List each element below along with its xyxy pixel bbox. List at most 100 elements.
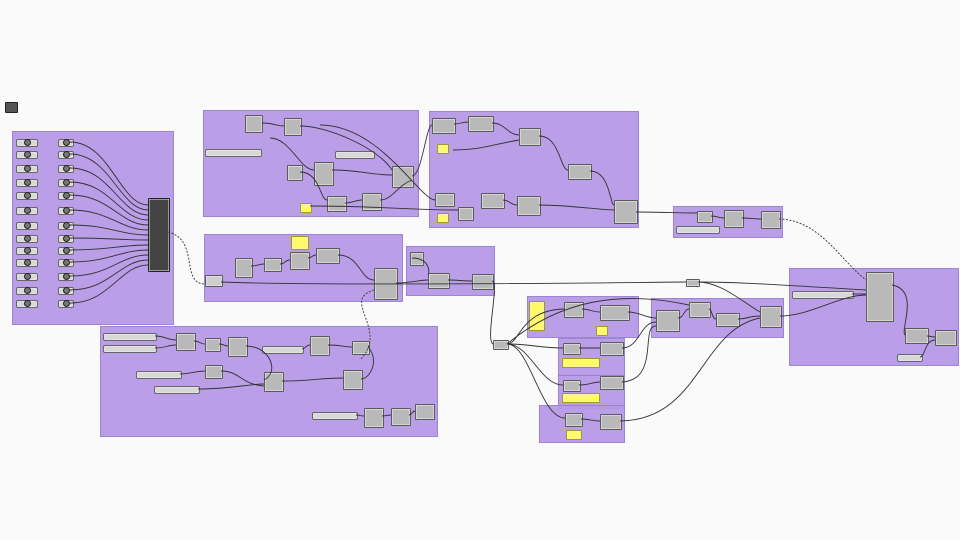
component-tr-7[interactable]: [614, 200, 638, 224]
panel-col-a-2: [596, 326, 608, 336]
component-bl-10[interactable]: [391, 408, 411, 426]
group-top-center[interactable]: [203, 110, 419, 217]
component-rs-3[interactable]: [761, 211, 781, 229]
component-col-a-1[interactable]: [564, 302, 584, 318]
component-bl-8[interactable]: [352, 341, 370, 355]
slider-bl-3[interactable]: [136, 371, 182, 379]
component-sm-1[interactable]: [428, 273, 450, 289]
component-sm-2[interactable]: [472, 274, 494, 290]
component-tc-1[interactable]: [245, 115, 263, 133]
knob-icon[interactable]: [63, 300, 70, 307]
toggle-mc[interactable]: [205, 275, 223, 287]
component-bl-11[interactable]: [415, 404, 435, 420]
component-ro-3[interactable]: [935, 330, 957, 346]
component-tr-4[interactable]: [568, 164, 592, 180]
slider-ro-2[interactable]: [897, 354, 923, 362]
knob-icon[interactable]: [63, 273, 70, 280]
component-col-d-2[interactable]: [600, 414, 622, 430]
component-ro-1[interactable]: [866, 272, 894, 322]
knob-icon[interactable]: [63, 247, 70, 254]
slider-tc-2[interactable]: [335, 151, 375, 159]
component-tr-3[interactable]: [519, 128, 541, 146]
slider-tc[interactable]: [205, 149, 262, 157]
component-tr-1[interactable]: [432, 118, 456, 134]
component-mc-3[interactable]: [290, 252, 310, 270]
knob-icon[interactable]: [63, 192, 70, 199]
component-mc-2[interactable]: [264, 258, 282, 272]
knob-icon[interactable]: [24, 139, 31, 146]
component-cr-2[interactable]: [689, 302, 711, 318]
knob-icon[interactable]: [63, 222, 70, 229]
knob-icon[interactable]: [24, 192, 31, 199]
component-tr-8[interactable]: [435, 193, 455, 207]
slider-ro[interactable]: [792, 291, 854, 299]
param-relay-1[interactable]: [686, 279, 700, 287]
component-tc-3[interactable]: [314, 162, 334, 186]
panel-col-b: [562, 358, 600, 368]
component-tc-5[interactable]: [392, 166, 414, 188]
knob-icon[interactable]: [24, 151, 31, 158]
component-tc-7[interactable]: [362, 193, 382, 211]
component-sm-3[interactable]: [410, 252, 424, 266]
component-tr-2[interactable]: [468, 116, 494, 132]
knob-icon[interactable]: [63, 165, 70, 172]
component-mc-4[interactable]: [316, 248, 340, 264]
knob-icon[interactable]: [24, 247, 31, 254]
component-bl-9[interactable]: [364, 408, 384, 428]
component-bl-2[interactable]: [205, 338, 221, 352]
component-col-c-1[interactable]: [563, 380, 581, 392]
knob-icon[interactable]: [63, 287, 70, 294]
component-mc-1[interactable]: [235, 258, 253, 278]
knob-icon[interactable]: [24, 259, 31, 266]
slider-bl-1[interactable]: [103, 333, 157, 341]
knob-icon[interactable]: [24, 165, 31, 172]
knob-icon[interactable]: [63, 179, 70, 186]
slider-bl-4[interactable]: [154, 386, 200, 394]
component-cr-1[interactable]: [656, 310, 680, 332]
component-col-b-2[interactable]: [600, 342, 624, 356]
slider-bl-5[interactable]: [262, 346, 304, 354]
component-col-d-1[interactable]: [565, 413, 583, 427]
slider-bl-2[interactable]: [103, 345, 157, 353]
slider-rs[interactable]: [676, 226, 720, 234]
param-relay-2[interactable]: [493, 340, 509, 350]
component-bl-5[interactable]: [264, 372, 284, 392]
component-tc-2[interactable]: [284, 118, 302, 136]
knob-icon[interactable]: [24, 273, 31, 280]
component-cr-3[interactable]: [716, 313, 740, 327]
slider-bl-6[interactable]: [312, 412, 358, 420]
component-col-b-1[interactable]: [563, 343, 581, 355]
knob-icon[interactable]: [24, 287, 31, 294]
component-rs-1[interactable]: [697, 211, 713, 223]
component-bl-4[interactable]: [205, 365, 223, 379]
component-bl-7[interactable]: [343, 370, 363, 390]
component-tr-6[interactable]: [481, 193, 505, 209]
component-bl-6[interactable]: [310, 336, 330, 356]
component-ro-2[interactable]: [905, 328, 929, 344]
panel-mc: [291, 236, 309, 250]
knob-icon[interactable]: [63, 139, 70, 146]
component-bl-1[interactable]: [176, 333, 196, 351]
knob-icon[interactable]: [63, 235, 70, 242]
panel-tr-1: [437, 144, 449, 154]
component-rs-2[interactable]: [724, 210, 744, 228]
component-mc-5[interactable]: [374, 268, 398, 300]
knob-icon[interactable]: [63, 207, 70, 214]
component-col-c-2[interactable]: [600, 376, 624, 390]
knob-icon[interactable]: [24, 235, 31, 242]
knob-icon[interactable]: [63, 259, 70, 266]
component-tr-9[interactable]: [458, 207, 474, 221]
knob-icon[interactable]: [24, 179, 31, 186]
component-cr-4[interactable]: [760, 306, 782, 328]
merge-component[interactable]: [148, 198, 170, 272]
component-tr-5[interactable]: [517, 196, 541, 216]
knob-icon[interactable]: [24, 222, 31, 229]
component-bl-3[interactable]: [228, 337, 248, 357]
knob-icon[interactable]: [24, 207, 31, 214]
component-col-a-2[interactable]: [600, 305, 630, 321]
knob-icon[interactable]: [24, 300, 31, 307]
component-tc-6[interactable]: [327, 196, 347, 212]
knob-icon[interactable]: [63, 151, 70, 158]
component-tc-4[interactable]: [287, 165, 303, 181]
